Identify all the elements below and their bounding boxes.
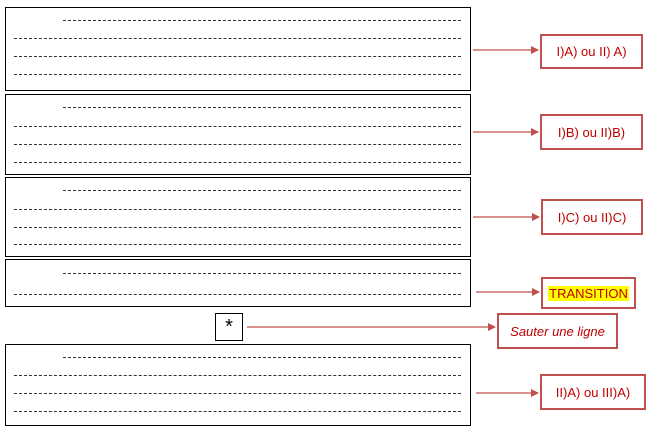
writing-line: [14, 144, 461, 145]
label-5: Sauter une ligne: [497, 313, 618, 349]
paragraph-block-1: [5, 7, 471, 91]
label-3: I)C) ou II)C): [541, 199, 643, 235]
writing-line: [14, 126, 461, 127]
label-2: I)B) ou II)B): [540, 114, 643, 150]
separator-star-box: *: [215, 313, 243, 341]
label-4: TRANSITION: [541, 277, 636, 309]
writing-line: [14, 294, 461, 295]
paragraph-block-2: [5, 94, 471, 175]
paragraph-block-3: [5, 177, 471, 257]
indent-line: [63, 190, 461, 191]
writing-line: [14, 162, 461, 163]
writing-line: [14, 209, 461, 210]
label-6: II)A) ou III)A): [540, 374, 646, 410]
transition-block: [5, 259, 471, 307]
writing-line: [14, 411, 461, 412]
writing-line: [14, 393, 461, 394]
writing-line: [14, 74, 461, 75]
indent-line: [63, 107, 461, 108]
indent-line: [63, 357, 461, 358]
label-2-text: I)B) ou II)B): [557, 124, 626, 140]
label-1-text: I)A) ou II) A): [556, 44, 627, 59]
writing-line: [14, 38, 461, 39]
writing-line: [14, 227, 461, 228]
indent-line: [63, 273, 461, 274]
label-6-text: II)A) ou III)A): [555, 384, 631, 400]
writing-line: [14, 375, 461, 376]
label-4-text: TRANSITION: [548, 285, 629, 301]
separator-star: *: [225, 315, 233, 338]
label-1: I)A) ou II) A): [540, 34, 643, 69]
writing-line: [14, 56, 461, 57]
writing-line: [14, 244, 461, 245]
paragraph-block-4: [5, 344, 471, 426]
label-5-text: Sauter une ligne: [510, 323, 605, 339]
label-3-text: I)C) ou II)C): [557, 209, 627, 225]
indent-line: [63, 20, 461, 21]
